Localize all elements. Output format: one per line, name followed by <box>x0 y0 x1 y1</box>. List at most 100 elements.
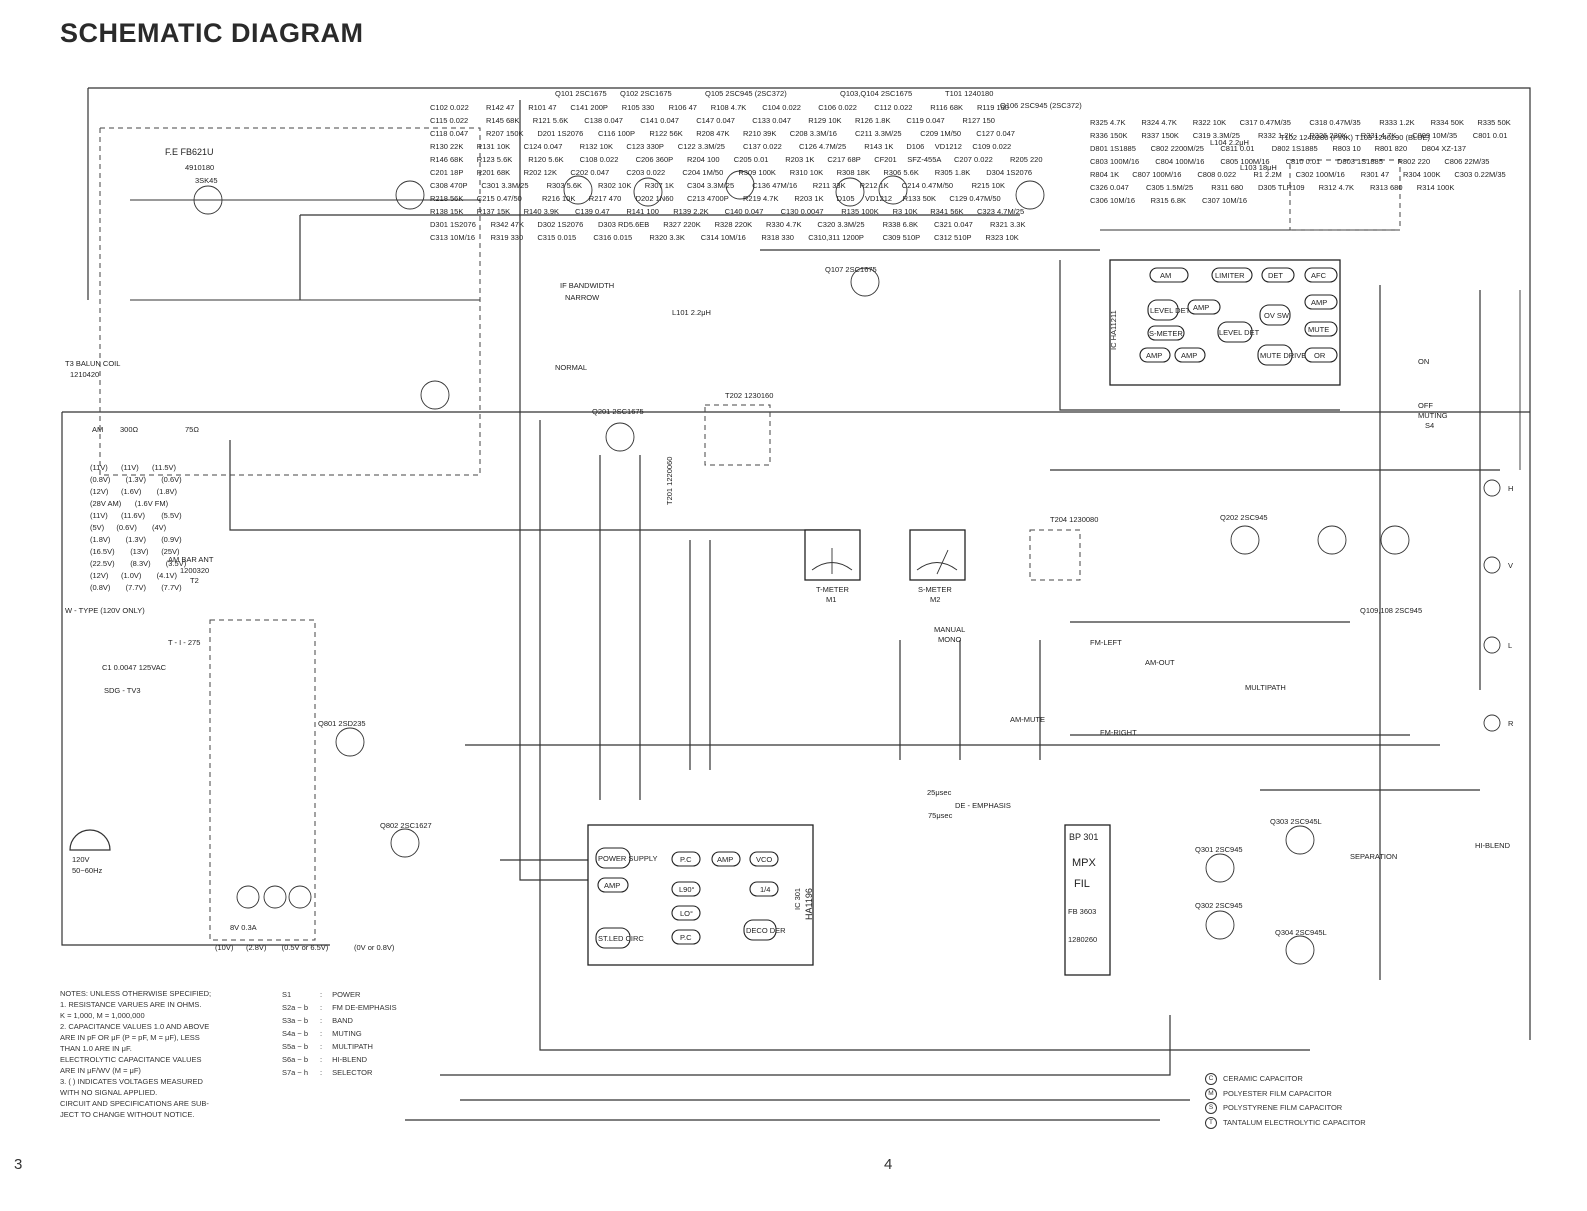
c-l104: L104 2.2μH <box>1210 138 1249 147</box>
ic-ha11211-label: IC HA11211 <box>1109 310 1118 350</box>
component-value-label: R101 47 <box>528 103 556 112</box>
t-q102: Q102 2SC1675 <box>620 89 672 98</box>
voltage-label: (1.3V) <box>126 535 147 544</box>
power-freq: 50~60Hz <box>72 866 102 875</box>
component-value-label: D302 1S2076 <box>537 220 583 229</box>
component-value-label: C308 470P <box>430 181 468 190</box>
switch-key: S1 <box>282 990 292 999</box>
component-value-label: D201 1S2076 <box>537 129 583 138</box>
t-q304: Q304 2SC945L <box>1275 928 1327 937</box>
voltage-label: (25V) <box>161 547 180 556</box>
block-or: OR <box>1314 351 1326 360</box>
component-value-label: C211 3.3M/25 <box>855 129 902 138</box>
ha11211-blocks: AM LIMITER DET AFC LEVEL DET AMP OV SW A… <box>1139 267 1338 366</box>
component-value-label: R333 1.2K <box>1379 118 1414 127</box>
multipath-label: MULTIPATH <box>1245 683 1286 692</box>
component-value-label: CF201 <box>874 155 897 164</box>
fe-part: 4910180 <box>185 163 214 172</box>
component-value-label: C108 0.022 <box>580 155 619 164</box>
am-bar-part: 1200320 <box>180 566 209 575</box>
t-q801: Q801 2SD235 <box>318 719 366 728</box>
component-value-label: R337 150K <box>1141 131 1179 140</box>
legend-label: CERAMIC CAPACITOR <box>1223 1074 1303 1083</box>
component-value-label: C118 0.047 <box>430 129 468 138</box>
component-value-label: R305 1.8K <box>935 168 970 177</box>
block-mute-drive: MUTE DRIVE <box>1260 351 1306 360</box>
note-line: JECT TO CHANGE WITHOUT NOTICE. <box>60 1110 195 1119</box>
note-line: K = 1,000, M = 1,000,000 <box>60 1011 145 1020</box>
component-value-label: R328 220K <box>715 220 753 229</box>
component-value-label: C137 0.022 <box>743 142 782 151</box>
switch-value: SELECTOR <box>332 1068 373 1077</box>
component-value-label: C136 47M/16 <box>752 181 797 190</box>
component-value-label: SFZ-455A <box>907 155 941 164</box>
component-value-label: D801 1S1885 <box>1090 144 1136 153</box>
component-value-label: R203 1K <box>785 155 814 164</box>
component-value-label: C130 0.0047 <box>781 207 824 216</box>
voltage-label: (1.8V) <box>157 487 178 496</box>
block-amp-4: AMP <box>1181 351 1197 360</box>
component-value-label: R312 4.7K <box>1319 183 1354 192</box>
switch-key: S6a ~ b <box>282 1055 309 1064</box>
switch-row: S3a ~ b:BAND <box>282 1016 353 1025</box>
fm-right: FM-RIGHT <box>1100 728 1137 737</box>
component-value-label: C808 0.022 <box>1197 170 1236 179</box>
if-bandwidth: IF BANDWIDTH <box>560 281 614 290</box>
component-value-label: C317 0.47M/35 <box>1240 118 1291 127</box>
voltage-label: (0.6V) <box>116 523 137 532</box>
component-value-label: R803 10 <box>1332 144 1360 153</box>
switch-row: S6a ~ b:HI-BLEND <box>282 1055 368 1064</box>
component-value-label: R326 220K <box>1309 131 1347 140</box>
note-line: 2. CAPACITANCE VALUES 1.0 AND ABOVE <box>60 1022 210 1031</box>
component-value-label: D305 TLR109 <box>1258 183 1305 192</box>
component-value-label: C123 330P <box>626 142 664 151</box>
component-value-label: R207 150K <box>486 129 524 138</box>
ha11211-ic: IC HA11211 AM LIMITER DET AFC LEVEL DET … <box>1109 259 1341 386</box>
block-amp-3: AMP <box>1146 351 1162 360</box>
component-value-label: R304 100K <box>1403 170 1441 179</box>
component-value-label: C310,311 1200P <box>808 233 864 242</box>
block-am: AM <box>1160 271 1171 280</box>
component-value-label: C205 0.01 <box>734 155 769 164</box>
component-value-label: R131 10K <box>477 142 510 151</box>
component-value-label: C141 200P <box>570 103 608 112</box>
component-value-label: VD1212 <box>935 142 962 151</box>
s7-am-mute: AM-MUTE <box>1010 715 1045 724</box>
note-line: WITH NO SIGNAL APPLIED. <box>60 1088 158 1097</box>
component-value-label: D303 RD5.6EB <box>598 220 649 229</box>
switch-row: S1:POWER <box>282 990 361 999</box>
component-value-label: C141 0.047 <box>640 116 679 125</box>
component-value-label: C319 3.3M/25 <box>1193 131 1240 140</box>
t-q802: Q802 2SC1627 <box>380 821 432 830</box>
component-value-label: C126 4.7M/25 <box>799 142 846 151</box>
component-value-label: C208 3.3M/16 <box>790 129 837 138</box>
note-line: THAN 1.0 ARE IN μF. <box>60 1044 132 1053</box>
power-120v: 120V <box>72 855 90 864</box>
mpx-number: 1280260 <box>1068 935 1097 944</box>
component-value-label: D301 1S2076 <box>430 220 476 229</box>
t-q106: Q106 2SC945 (2SC372) <box>1000 101 1082 110</box>
component-value-label: C801 0.01 <box>1473 131 1508 140</box>
voltage-label: (11V) <box>121 463 139 472</box>
t-q302: Q302 2SC945 <box>1195 901 1243 910</box>
c-t202: T202 1230160 <box>725 391 773 400</box>
component-value-label: R130 22K <box>430 142 463 151</box>
c-t103: T103 1240290 (BLUE) <box>1355 133 1431 142</box>
component-value-label: R108 4.7K <box>711 103 746 112</box>
component-value-label: R146 68K <box>430 155 463 164</box>
legend-label: POLYSTYRENE FILM CAPACITOR <box>1223 1103 1343 1112</box>
t-meter-m1: M1 <box>826 595 836 604</box>
de-emphasis-25: 25μsec <box>927 788 952 797</box>
component-value-label: R119 100 <box>977 103 1009 112</box>
component-value-label: R334 50K <box>1431 118 1464 127</box>
block-amp-1: AMP <box>1193 303 1209 312</box>
mpx-part: FB 3603 <box>1068 907 1096 916</box>
component-value-label: R330 4.7K <box>766 220 801 229</box>
component-value-label: C139 0.47 <box>575 207 610 216</box>
de-emphasis-75: 75μsec <box>928 811 953 820</box>
component-value-label: R106 47 <box>669 103 697 112</box>
switch-value: BAND <box>332 1016 353 1025</box>
component-value-label: R336 150K <box>1090 131 1128 140</box>
component-value-label: R338 6.8K <box>883 220 918 229</box>
